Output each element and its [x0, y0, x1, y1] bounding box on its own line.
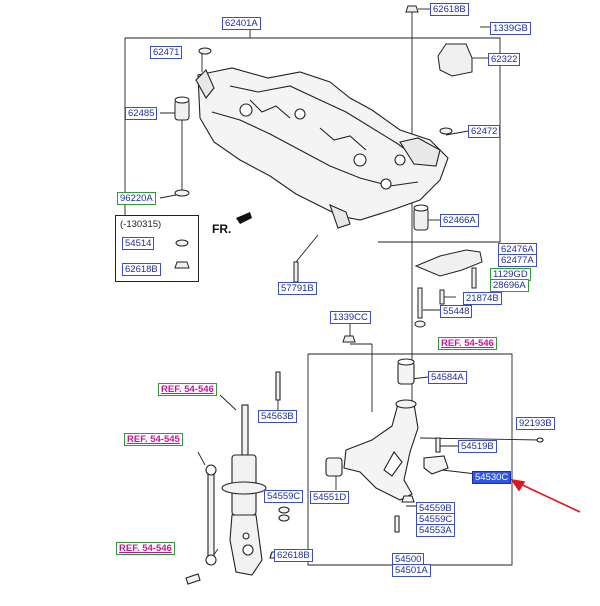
- crossmember-subframe: [195, 67, 449, 229]
- bracket-62476A: [414, 249, 483, 277]
- part-label-62472[interactable]: 62472: [468, 125, 501, 138]
- bushing-54551D: [325, 457, 343, 477]
- part-label-54553A[interactable]: 54553A: [416, 524, 455, 537]
- nut-1339CC: [342, 335, 356, 343]
- front-direction-arrow: [236, 212, 252, 224]
- part-label-62401A[interactable]: 62401A: [222, 17, 261, 30]
- ref-link-54-546-bottom[interactable]: REF. 54-546: [116, 542, 175, 555]
- bolt-21874B: [439, 289, 445, 305]
- part-label-62471[interactable]: 62471: [150, 46, 183, 59]
- part-label-62618B-box[interactable]: 62618B: [122, 263, 161, 276]
- part-label-92193B[interactable]: 92193B: [516, 417, 555, 430]
- pointer-arrow: [510, 478, 581, 513]
- part-label-54519B[interactable]: 54519B: [458, 440, 497, 453]
- part-label-1339CC[interactable]: 1339CC: [330, 311, 371, 324]
- part-label-57791B[interactable]: 57791B: [278, 282, 317, 295]
- mount-bracket-62322: [437, 43, 473, 77]
- ref-link-54-545[interactable]: REF. 54-545: [124, 433, 183, 446]
- part-label-96220A[interactable]: 96220A: [117, 192, 156, 205]
- part-label-62618B[interactable]: 62618B: [430, 3, 469, 16]
- variant-box: [115, 215, 199, 282]
- washer-62472: [439, 127, 453, 135]
- part-label-62485[interactable]: 62485: [125, 107, 158, 120]
- bolt-54519B: [435, 437, 441, 453]
- bolt-55448: [417, 287, 423, 319]
- washer-92193B: [536, 437, 544, 443]
- bolt-62618B: [185, 573, 201, 585]
- part-label-54563B[interactable]: 54563B: [258, 410, 297, 423]
- part-label-54514[interactable]: 54514: [122, 237, 155, 250]
- ref-link-54-546-left[interactable]: REF. 54-546: [158, 383, 217, 396]
- bolt-1129GD: [471, 267, 477, 289]
- lower-control-arm: [325, 358, 544, 533]
- part-label-54530C-selected[interactable]: 54530C: [472, 471, 512, 484]
- strut-assembly: [185, 371, 290, 585]
- part-label-28696A[interactable]: 28696A: [490, 279, 529, 292]
- part-label-62466A[interactable]: 62466A: [440, 214, 479, 227]
- washer-62471: [198, 47, 212, 55]
- washer-54514: [175, 239, 189, 247]
- part-label-62477A[interactable]: 62477A: [498, 254, 537, 267]
- part-label-54551D[interactable]: 54551D: [310, 491, 350, 504]
- front-direction-label: FR.: [212, 222, 232, 236]
- ball-joint-54530C: [423, 455, 449, 475]
- part-label-1339GB[interactable]: 1339GB: [490, 22, 531, 35]
- part-label-62618B-bottom[interactable]: 62618B: [274, 549, 313, 562]
- variant-code: (-130315): [120, 219, 162, 230]
- part-label-54584A[interactable]: 54584A: [428, 371, 467, 384]
- nut-62618B: [174, 261, 190, 269]
- nut-top-62618B: [405, 5, 419, 13]
- bolt-57791B: [293, 261, 299, 283]
- part-label-55448[interactable]: 55448: [440, 305, 473, 318]
- part-label-62322[interactable]: 62322: [488, 53, 521, 66]
- nut-54559B: [401, 495, 415, 503]
- control-arm-group-frame: [307, 353, 513, 566]
- subframe-group-frame: [125, 37, 501, 243]
- ref-link-54-546-top[interactable]: REF. 54-546: [438, 337, 497, 350]
- bolt-54563B: [275, 371, 281, 401]
- bolt-54553A: [394, 515, 400, 533]
- part-label-21874B[interactable]: 21874B: [463, 292, 502, 305]
- part-label-54559C[interactable]: 54559C: [264, 490, 304, 503]
- stabilizer-link: [207, 469, 215, 561]
- part-label-54501A[interactable]: 54501A: [392, 564, 431, 577]
- washer-96220A: [174, 189, 190, 197]
